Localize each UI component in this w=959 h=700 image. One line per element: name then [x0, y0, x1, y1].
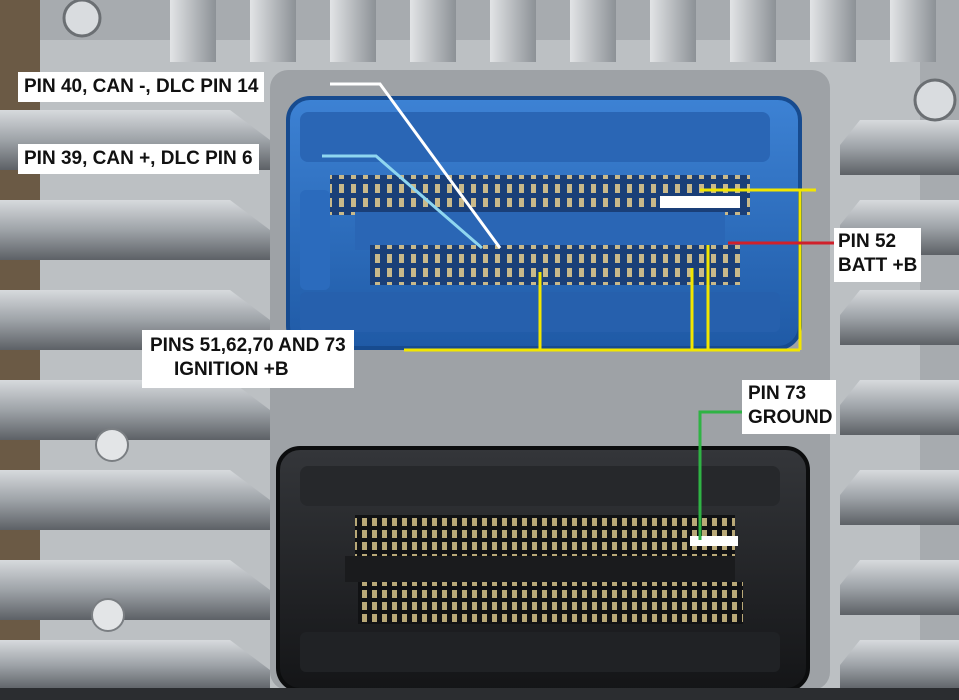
pin-39-label: PIN 39, CAN +, DLC PIN 6 [18, 144, 259, 174]
mounting-hole-top-right [913, 78, 957, 122]
ignition-pins-label: PINS 51,62,70 AND 73 IGNITION +B [142, 330, 354, 388]
mounting-hole-left-mid [95, 428, 129, 462]
pin-52-label: PIN 52 BATT +B [834, 228, 922, 282]
pin-73-text: PIN 73 [748, 383, 807, 404]
ignition-pins-text: PINS 51,62,70 AND 73 [150, 335, 346, 356]
pin-52-text: PIN 52 [838, 231, 897, 252]
right-cooling-fins [840, 120, 959, 690]
can-high-leader [322, 154, 483, 250]
can-low-leader [330, 82, 502, 249]
batt-function-text: BATT +B [838, 255, 918, 276]
ignition-leader [404, 188, 816, 352]
black-connector [276, 446, 810, 692]
blue-connector [286, 96, 802, 350]
mounting-hole-left-low [91, 598, 125, 632]
top-cooling-fins [170, 0, 936, 62]
pin-40-text: PIN 40, CAN -, DLC PIN 14 [24, 76, 259, 97]
left-cooling-fins [0, 110, 270, 690]
ground-leader [698, 410, 742, 540]
pin-40-label: PIN 40, CAN -, DLC PIN 14 [18, 72, 265, 102]
mounting-hole-top-left [62, 0, 102, 38]
ground-function-text: GROUND [748, 407, 833, 428]
pin-39-text: PIN 39, CAN +, DLC PIN 6 [24, 148, 253, 169]
bottom-strip [0, 688, 959, 700]
pin-73-label: PIN 73 GROUND [742, 380, 837, 434]
ignition-function-text: IGNITION +B [174, 359, 289, 380]
